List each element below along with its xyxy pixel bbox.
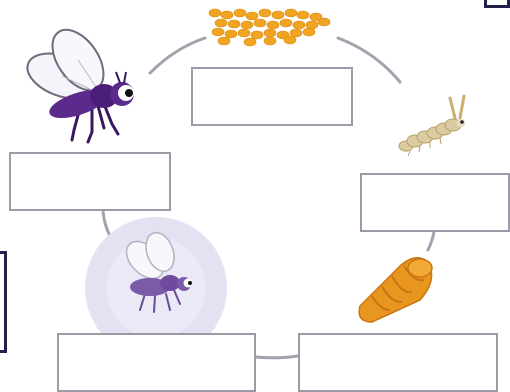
adult-fly-icon: [21, 21, 134, 142]
eggs-cluster-icon: [209, 9, 330, 46]
label-box-emerging-adult[interactable]: [57, 333, 256, 392]
frame-edge-top-right: [484, 0, 510, 8]
label-box-adult[interactable]: [9, 152, 171, 211]
cycle-arc-bottom: [256, 356, 298, 358]
cycle-arc-left: [103, 211, 110, 236]
label-box-eggs[interactable]: [191, 67, 353, 126]
cycle-arc-right: [428, 232, 434, 250]
label-box-larva[interactable]: [360, 173, 510, 232]
frame-edge-left: [0, 251, 7, 353]
larva-icon: [399, 96, 465, 156]
pupa-icon: [359, 258, 432, 322]
label-box-pupa[interactable]: [298, 333, 498, 392]
